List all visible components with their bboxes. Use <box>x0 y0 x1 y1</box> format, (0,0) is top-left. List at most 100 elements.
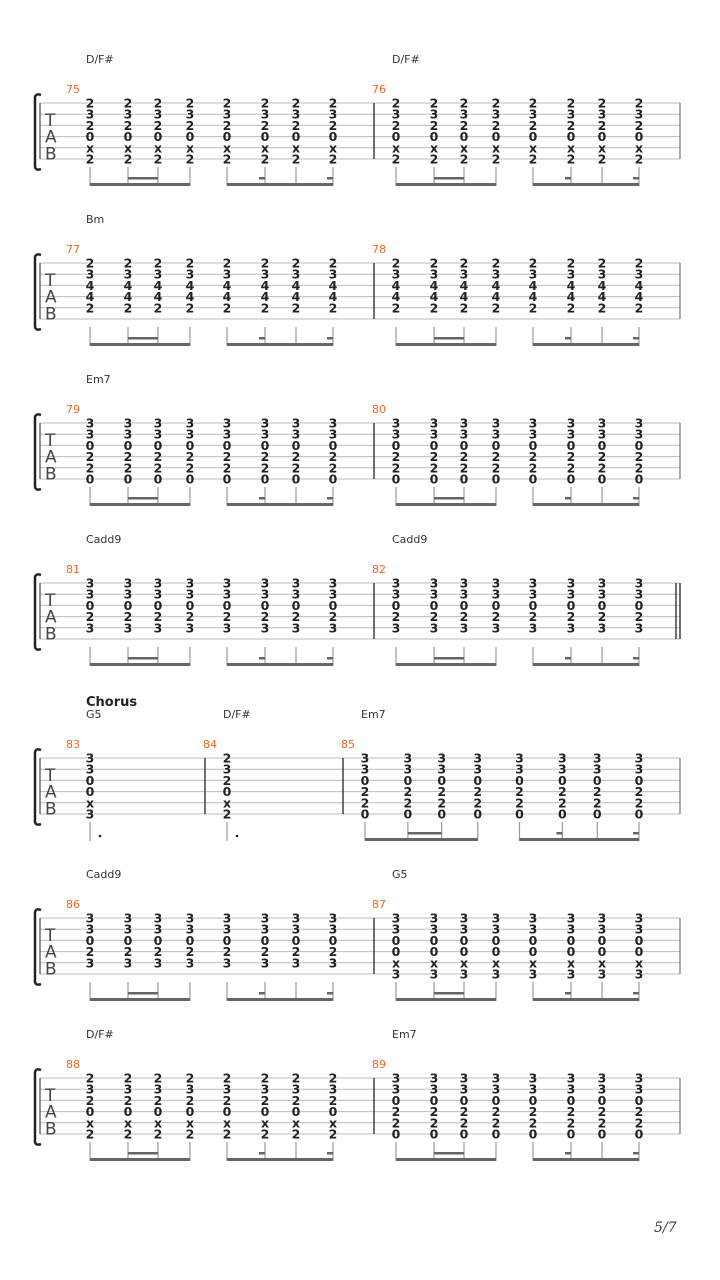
sixteenth-flag <box>633 497 639 500</box>
fret-number: 2 <box>529 449 538 464</box>
fret-number: 0 <box>186 933 195 948</box>
fret-number: 3 <box>515 751 524 766</box>
fret-number: 2 <box>223 1093 232 1108</box>
fret-number: 4 <box>124 278 133 293</box>
fret-number: 0 <box>430 1093 439 1108</box>
fret-number: 3 <box>86 587 95 602</box>
fret-number: 0 <box>529 472 538 487</box>
fret-number: 3 <box>329 267 338 282</box>
fret-number: 2 <box>460 609 469 624</box>
fret-number: 2 <box>567 1104 576 1119</box>
fret-number: 2 <box>154 118 163 133</box>
fret-number: 0 <box>392 438 401 453</box>
tab-clef-letter: B <box>45 799 57 819</box>
fret-number: 2 <box>124 449 133 464</box>
system-bracket <box>33 908 42 986</box>
fret-number: 2 <box>223 1127 232 1142</box>
fret-number: 0 <box>292 598 301 613</box>
fret-number: 0 <box>529 933 538 948</box>
fret-number: 2 <box>460 152 469 167</box>
fret-number: 2 <box>154 1127 163 1142</box>
fret-number: 3 <box>598 967 607 982</box>
fret-number: 3 <box>392 620 401 635</box>
fret-number: 0 <box>223 472 232 487</box>
fret-number: 0 <box>567 1127 576 1142</box>
fret-number: 2 <box>430 152 439 167</box>
tab-clef-letter: B <box>45 959 57 979</box>
fret-number: 4 <box>154 278 163 293</box>
fret-number: 3 <box>86 751 95 766</box>
fret-number: 2 <box>329 96 338 111</box>
fret-number: x <box>292 1115 300 1130</box>
fret-number: 3 <box>392 267 401 282</box>
fret-number: 3 <box>186 107 195 122</box>
fret-number: 0 <box>473 807 482 822</box>
fret-number: 2 <box>186 460 195 475</box>
fret-number: 2 <box>392 460 401 475</box>
fret-number: 2 <box>430 1104 439 1119</box>
fret-number: 4 <box>635 278 644 293</box>
fret-number: 3 <box>186 576 195 591</box>
sixteenth-flag <box>327 1152 333 1155</box>
beam <box>227 343 333 346</box>
fret-number: 0 <box>460 1127 469 1142</box>
fret-number: 3 <box>86 807 95 822</box>
fret-number: 0 <box>261 1104 270 1119</box>
fret-number: x <box>186 140 194 155</box>
fret-number: 0 <box>186 598 195 613</box>
fret-number: 3 <box>460 416 469 431</box>
fret-number: 3 <box>86 620 95 635</box>
fret-number: 0 <box>598 933 607 948</box>
chord-name: Cadd9 <box>86 533 121 546</box>
fret-number: 2 <box>492 609 501 624</box>
system-bracket <box>33 413 42 491</box>
fret-number: 3 <box>460 267 469 282</box>
beam <box>533 183 639 186</box>
fret-number: 0 <box>186 129 195 144</box>
fret-number: x <box>392 140 400 155</box>
beam <box>227 1158 333 1161</box>
fret-number: 2 <box>473 784 482 799</box>
fret-number: 3 <box>430 267 439 282</box>
fret-number: 3 <box>261 922 270 937</box>
fret-number: 3 <box>598 416 607 431</box>
fret-number: 3 <box>529 107 538 122</box>
fret-number: 2 <box>635 795 644 810</box>
measure-number: 77 <box>66 243 80 256</box>
fret-number: x <box>598 955 606 970</box>
fret-number: 4 <box>598 278 607 293</box>
chord-name: G5 <box>392 868 408 881</box>
fret-number: 2 <box>124 1093 133 1108</box>
fret-number: 2 <box>186 609 195 624</box>
fret-number: x <box>124 1115 132 1130</box>
fret-number: 0 <box>635 472 644 487</box>
system-bracket <box>33 748 42 826</box>
fret-number: 2 <box>329 1127 338 1142</box>
fret-number: 4 <box>292 289 301 304</box>
fret-number: 0 <box>329 933 338 948</box>
fret-number: 3 <box>154 620 163 635</box>
fret-number: 0 <box>460 472 469 487</box>
fret-number: 0 <box>186 472 195 487</box>
fret-number: 3 <box>329 107 338 122</box>
fret-number: 0 <box>154 933 163 948</box>
fret-number: 2 <box>430 96 439 111</box>
fret-number: 2 <box>261 1071 270 1086</box>
beam <box>396 343 496 346</box>
fret-number: 2 <box>154 1071 163 1086</box>
measure-number: 80 <box>372 403 386 416</box>
fret-number: 0 <box>361 807 370 822</box>
fret-number: 2 <box>124 1071 133 1086</box>
fret-number: 0 <box>124 933 133 948</box>
fret-number: 2 <box>492 460 501 475</box>
fret-number: x <box>86 140 94 155</box>
fret-number: 3 <box>124 576 133 591</box>
tab-clef-letter: T <box>44 431 56 451</box>
fret-number: 2 <box>430 609 439 624</box>
measure-number: 85 <box>341 738 355 751</box>
fret-number: 2 <box>430 300 439 315</box>
fret-number: 0 <box>558 807 567 822</box>
beam <box>90 1158 190 1161</box>
fret-number: 2 <box>186 1127 195 1142</box>
fret-number: 0 <box>492 598 501 613</box>
